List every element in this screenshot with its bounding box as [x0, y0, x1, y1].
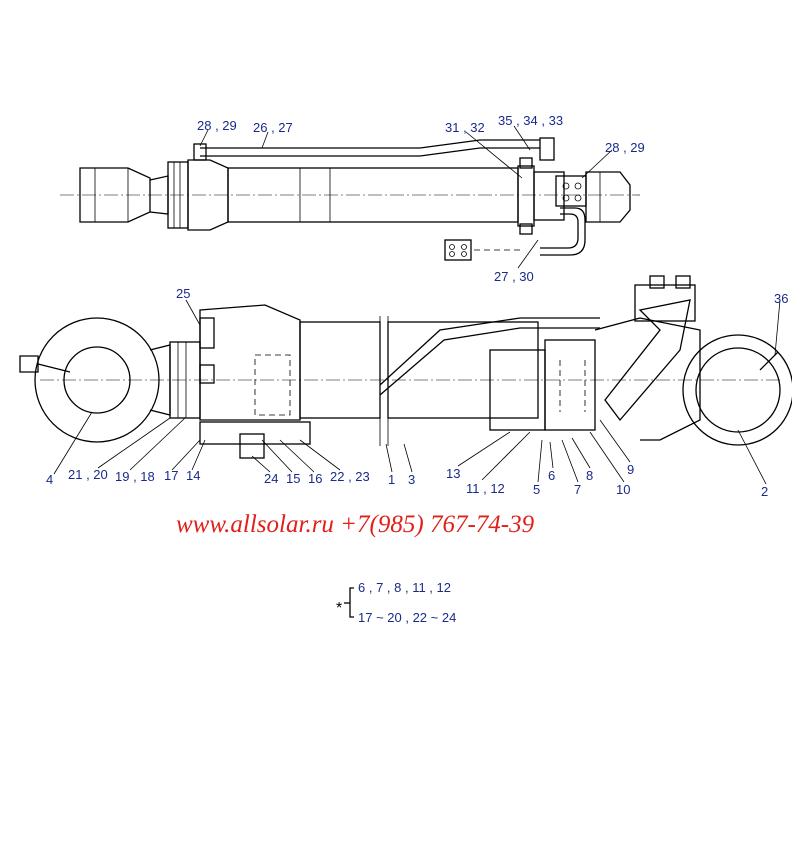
label-28-29-top-right: 28 , 29 — [605, 140, 645, 155]
note-block: * 6 , 7 , 8 , 11 , 12 17 ~ 20 , 22 ~ 24 — [336, 580, 456, 625]
label-26-27: 26 , 27 — [253, 120, 293, 135]
label-27-30: 27 , 30 — [494, 269, 534, 284]
label-14: 14 — [186, 468, 200, 483]
label-10: 10 — [616, 482, 630, 497]
label-21-20: 21 , 20 — [68, 467, 108, 482]
label-6: 6 — [548, 468, 555, 483]
note-star: * — [336, 600, 342, 617]
label-25: 25 — [176, 286, 190, 301]
label-15: 15 — [286, 471, 300, 486]
bottom-view-cylinder — [19, 275, 792, 459]
label-13: 13 — [446, 466, 460, 481]
label-5: 5 — [533, 482, 540, 497]
part-number-labels: 28 , 29 26 , 27 31 , 32 35 , 34 , 33 28 … — [46, 113, 788, 499]
bottom-view-leaders — [53, 299, 781, 485]
label-17: 17 — [164, 468, 178, 483]
label-35-34-33: 35 , 34 , 33 — [498, 113, 563, 128]
label-31-32: 31 , 32 — [445, 120, 485, 135]
label-2: 2 — [761, 484, 768, 499]
label-1: 1 — [388, 472, 395, 487]
label-28-29-top-left: 28 , 29 — [197, 118, 237, 133]
label-24: 24 — [264, 471, 278, 486]
label-19-18: 19 , 18 — [115, 469, 155, 484]
note-line-1: 6 , 7 , 8 , 11 , 12 — [358, 580, 451, 595]
label-4: 4 — [46, 472, 53, 487]
label-7: 7 — [574, 482, 581, 497]
label-3: 3 — [408, 472, 415, 487]
top-view-leaders — [199, 125, 613, 269]
note-line-2: 17 ~ 20 , 22 ~ 24 — [358, 610, 456, 625]
label-8: 8 — [586, 468, 593, 483]
watermark-text: www.allsolar.ru +7(985) 767-74-39 — [176, 511, 535, 538]
label-22-23: 22 , 23 — [330, 469, 370, 484]
label-9: 9 — [627, 462, 634, 477]
label-36: 36 — [774, 291, 788, 306]
label-11-12: 11 , 12 — [466, 481, 505, 496]
label-16: 16 — [308, 471, 322, 486]
top-view-cylinder — [60, 137, 640, 261]
